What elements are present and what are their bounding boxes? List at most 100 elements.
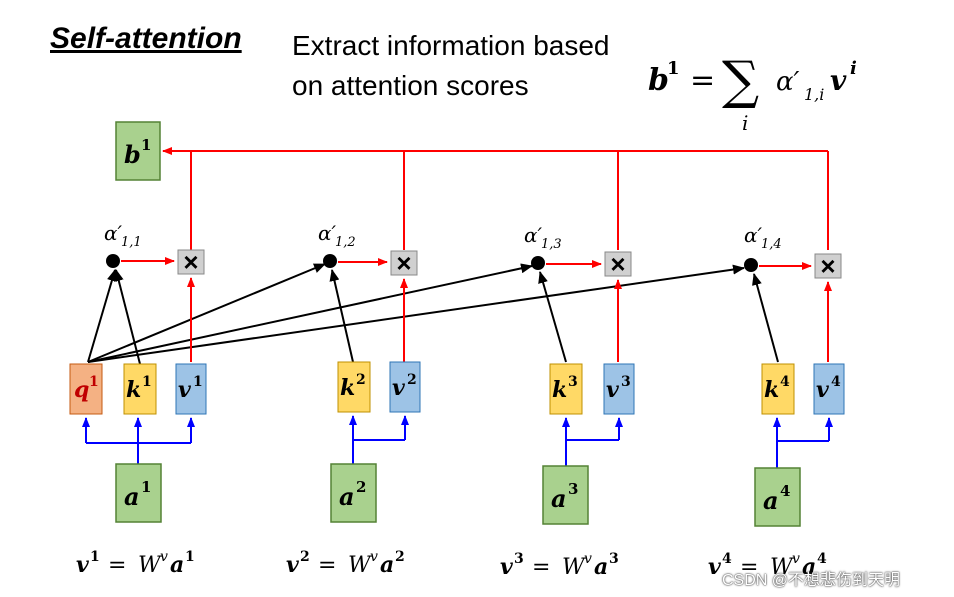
input-box-3: [542, 465, 589, 525]
formula-sum: ∑: [722, 51, 759, 111]
input-box-4: [754, 467, 801, 527]
query-label-1: q: [74, 377, 89, 403]
alpha-label-2: α′: [318, 221, 337, 245]
alpha-label-3: α′: [524, 223, 543, 247]
key-box-3: [549, 363, 583, 415]
multiply-box-2: [390, 250, 418, 276]
group-4: α′ 1,4 × k 4 v 4 a 4 v 4 = W v a 4: [708, 223, 845, 580]
input-sup-1: 1: [141, 478, 151, 496]
output-label: b: [124, 140, 141, 169]
score-dot-2: [323, 254, 337, 268]
key-label-1: k: [126, 377, 141, 403]
subtitle-line-2: on attention scores: [292, 70, 529, 101]
input-label-2: a: [339, 482, 355, 511]
alpha-sub-1: 1,1: [121, 235, 142, 250]
watermark: CSDN @不想悲伤到天明: [722, 572, 901, 589]
key-box-2: [337, 361, 371, 413]
svg-text:1: 1: [185, 549, 195, 565]
value-label-1: v: [178, 377, 191, 403]
subtitle-line-1: Extract information based: [292, 30, 610, 61]
svg-text:a: a: [594, 554, 608, 580]
svg-text:W: W: [770, 555, 795, 580]
formula-v-sup: i: [850, 58, 857, 79]
svg-text:4: 4: [817, 551, 827, 567]
equation-4: v 4 = W v a 4: [708, 551, 827, 580]
svg-text:W: W: [348, 553, 373, 578]
score-dot-1: [106, 254, 120, 268]
alpha-label-1: α′: [104, 221, 123, 245]
value-box-1: [175, 363, 207, 415]
value-sup-3: 3: [621, 374, 631, 390]
svg-text:v: v: [500, 554, 513, 580]
formula-alpha: α′: [776, 67, 800, 97]
value-sup-4: 4: [831, 374, 841, 390]
input-sup-4: 4: [780, 482, 790, 500]
svg-text:v: v: [160, 549, 168, 565]
input-box-2: [330, 463, 377, 523]
svg-text:=: =: [318, 553, 336, 578]
multiply-box-3: [604, 251, 632, 277]
key-sup-1: 1: [142, 374, 152, 390]
value-box-2: [389, 361, 421, 413]
group-3: α′ 1,3 × k 3 v 3 a 3 v 3 = W v a 3: [500, 223, 635, 580]
multiply-icon-1: ×: [183, 247, 198, 277]
value-box-4: [813, 363, 845, 415]
group-2: α′ 1,2 × k 2 v 2 a 2 v 2 = W v a 2: [286, 221, 421, 578]
equation-1: v 1 = W v a 1: [76, 549, 195, 578]
svg-text:W: W: [562, 555, 587, 580]
equation-2: v 2 = W v a 2: [286, 549, 405, 578]
score-dot-3: [531, 256, 545, 270]
input-label-1: a: [124, 482, 140, 511]
svg-text:W: W: [138, 553, 163, 578]
key-label-2: k: [340, 375, 355, 401]
input-sup-2: 2: [356, 478, 366, 496]
svg-text:=: =: [108, 553, 126, 578]
svg-text:v: v: [370, 549, 378, 565]
formula-b: b: [648, 63, 669, 98]
output-box-b1: b 1: [115, 121, 161, 181]
svg-text:a: a: [170, 552, 184, 578]
svg-text:4: 4: [722, 551, 732, 567]
svg-text:1: 1: [90, 549, 100, 565]
alpha-label-4: α′: [744, 223, 763, 247]
score-dot-4: [744, 258, 758, 272]
svg-text:v: v: [76, 552, 89, 578]
svg-text:3: 3: [609, 551, 619, 567]
formula-sum-index: i: [742, 111, 748, 135]
multiply-icon-2: ×: [396, 248, 411, 278]
multiply-box-4: [814, 253, 842, 279]
svg-text:v: v: [286, 552, 299, 578]
svg-text:2: 2: [395, 549, 405, 565]
slide-title: Self-attention: [50, 22, 242, 55]
aggregation-lines: [162, 147, 829, 250]
multiply-icon-3: ×: [610, 249, 625, 279]
svg-text:v: v: [708, 554, 721, 580]
query-sup-1: 1: [89, 374, 99, 390]
output-sup: 1: [141, 136, 151, 154]
formula-equals: =: [690, 63, 715, 98]
svg-text:=: =: [740, 555, 758, 580]
equation-3: v 3 = W v a 3: [500, 551, 619, 580]
formula-b-sup: 1: [667, 58, 680, 79]
formula-alpha-sub: 1,i: [804, 85, 824, 104]
formula-v: v: [830, 64, 847, 97]
input-label-3: a: [551, 484, 567, 513]
input-sup-3: 3: [568, 480, 578, 498]
attention-arrows: [87, 263, 779, 365]
multiply-box-1: [177, 249, 205, 275]
value-box-3: [603, 363, 635, 415]
key-sup-2: 2: [356, 372, 366, 388]
svg-text:3: 3: [514, 551, 524, 567]
input-box-1: [115, 463, 162, 523]
svg-text:v: v: [584, 551, 592, 567]
svg-text:2: 2: [300, 549, 310, 565]
alpha-sub-2: 1,2: [335, 235, 356, 250]
key-box-1: [123, 363, 157, 415]
key-sup-3: 3: [568, 374, 578, 390]
query-box-1: [69, 363, 103, 415]
key-label-3: k: [552, 377, 567, 403]
value-label-3: v: [606, 377, 619, 403]
alpha-sub-3: 1,3: [541, 237, 562, 252]
input-label-4: a: [763, 486, 779, 515]
